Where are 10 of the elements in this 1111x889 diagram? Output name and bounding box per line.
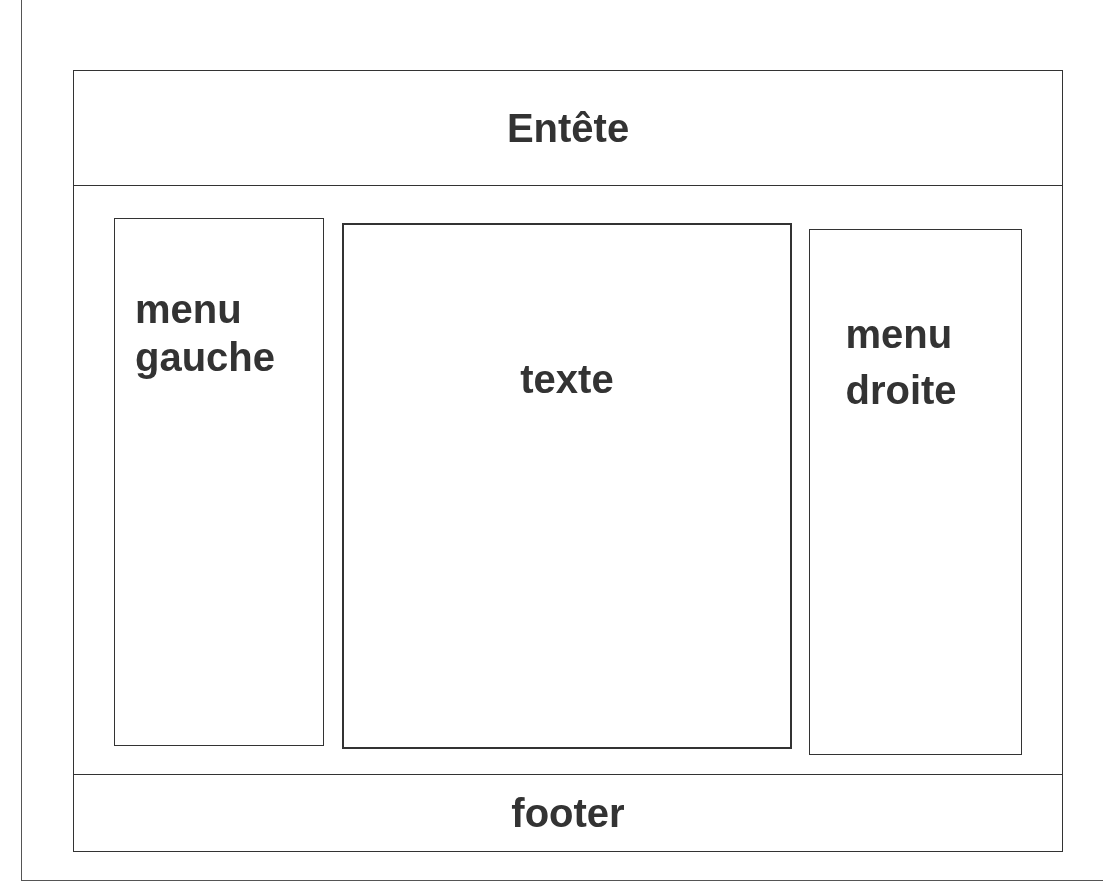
panel-label: footer	[511, 790, 625, 837]
panel-label: Entête	[506, 105, 630, 152]
page-frame	[73, 70, 1063, 850]
left-menu-panel	[114, 218, 324, 746]
right-menu-panel	[809, 229, 1022, 755]
content-panel	[342, 223, 792, 749]
footer-band	[73, 774, 1063, 852]
panel-label: texte	[520, 356, 614, 403]
panel-label: menu droite	[845, 311, 958, 414]
panel-label: menu gauche	[135, 286, 277, 381]
